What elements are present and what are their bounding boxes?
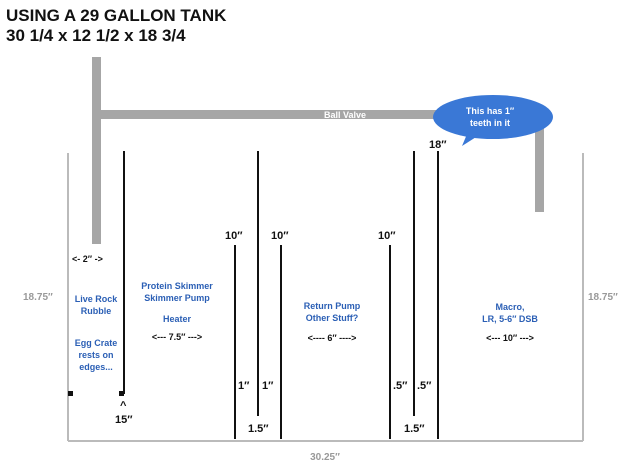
pipe-horizontal <box>92 110 544 119</box>
chamber-1-width: <- 2″ -> <box>72 254 103 264</box>
baffle-height-10-b: 10″ <box>271 230 289 242</box>
tank-height-right: 18.75″ <box>588 292 618 303</box>
pipe-vertical-left <box>92 57 101 244</box>
gap-1-right: 1″ <box>262 380 274 392</box>
caret-marker: ^ <box>120 400 127 412</box>
pipe-vertical-right <box>535 110 544 212</box>
overflow-pipe <box>92 57 544 244</box>
callout-line-1: This has 1″ <box>466 106 515 116</box>
chamber-1-note-2: rests on <box>78 350 113 360</box>
chamber-2-line-3: Heater <box>163 314 192 324</box>
gap-1-left: 1″ <box>238 380 250 392</box>
chamber-4-line-2: LR, 5-6″ DSB <box>482 314 538 324</box>
chamber-1-line-2: Rubble <box>81 306 112 316</box>
tank-height-left: 18.75″ <box>23 292 53 303</box>
tank-width-bottom: 30.25″ <box>310 452 340 463</box>
chamber-2-line-1: Protein Skimmer <box>141 281 213 291</box>
egg-crate-ledge-right <box>119 391 124 396</box>
egg-crate-height: 15″ <box>115 414 133 426</box>
ball-valve-label: Ball Valve <box>324 110 366 120</box>
chamber-3-line-2: Other Stuff? <box>306 313 359 323</box>
baffle-height-18: 18″ <box>429 139 447 151</box>
chamber-4-line-1: Macro, <box>495 302 524 312</box>
chamber-3-width: <---- 6″ ----> <box>308 333 357 343</box>
callout-bubble <box>433 95 553 146</box>
chamber-3-line-1: Return Pump <box>304 301 361 311</box>
chamber-4-width: <--- 10″ ---> <box>486 333 534 343</box>
chamber-1-line-1: Live Rock <box>75 294 119 304</box>
chamber-1-note-3: edges... <box>79 362 113 372</box>
chamber-2-width: <--- 7.5″ ---> <box>152 332 202 342</box>
title-line-1: USING A 29 GALLON TANK <box>6 6 227 25</box>
baffles <box>68 151 439 439</box>
gap-2-bottom: 1.5″ <box>404 423 425 435</box>
gap-2-right: .5″ <box>417 380 432 392</box>
gap-2-left: .5″ <box>393 380 408 392</box>
egg-crate-ledge-left <box>68 391 73 396</box>
gap-1-bottom: 1.5″ <box>248 423 269 435</box>
chamber-1-note-1: Egg Crate <box>75 338 118 348</box>
baffle-height-10-c: 10″ <box>378 230 396 242</box>
callout-ellipse <box>433 95 553 139</box>
title-line-2: 30 1/4 x 12 1/2 x 18 3/4 <box>6 26 186 45</box>
callout-line-2: teeth in it <box>470 118 510 128</box>
chamber-2-line-2: Skimmer Pump <box>144 293 210 303</box>
baffle-height-10-a: 10″ <box>225 230 243 242</box>
